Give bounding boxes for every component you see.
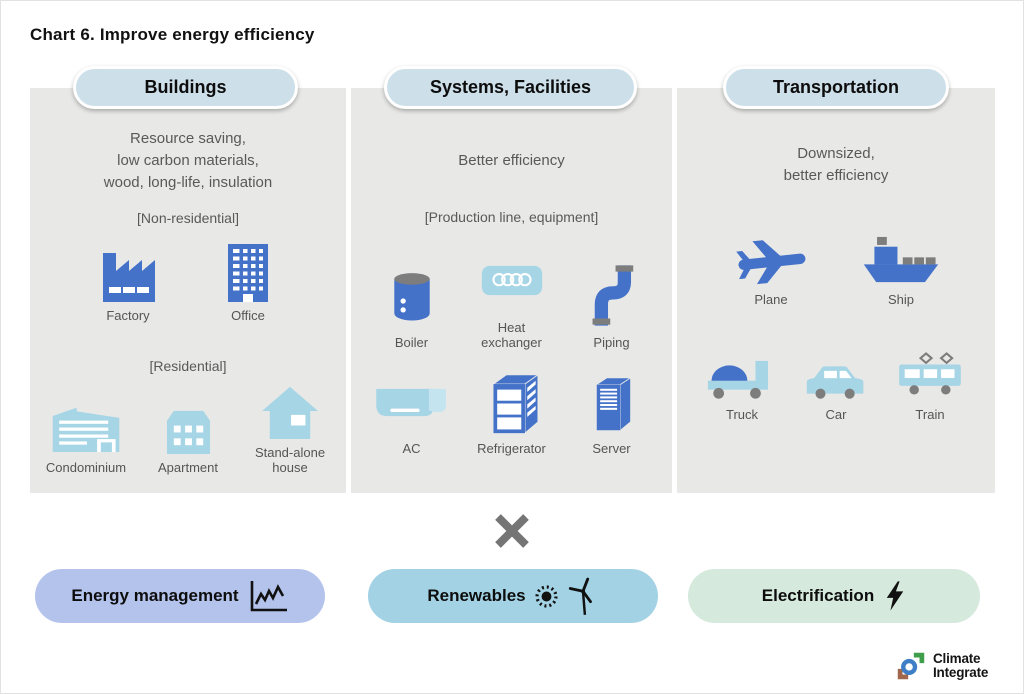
transportation-column: Downsized, better efficiency Plane: [677, 88, 995, 493]
page-title: Chart 6. Improve energy efficiency: [30, 25, 315, 45]
office-label: Office: [231, 308, 265, 323]
transportation-desc-line: better efficiency: [783, 167, 889, 184]
heat-exchanger-label: Heat exchanger: [481, 320, 542, 350]
equipment-row-1: Boiler Heat exchanger: [351, 246, 672, 350]
train-label: Train: [915, 407, 945, 422]
condominium-icon: [52, 407, 120, 453]
equipment-row-2: AC Refrige: [351, 371, 672, 456]
buildings-desc-line: wood, long-life, insulation: [103, 174, 273, 191]
boiler-item: Boiler: [364, 261, 460, 350]
non-residential-label: [Non-residential]: [137, 210, 239, 226]
piping-item: Piping: [564, 261, 660, 350]
transport-row-2: Truck Car: [677, 351, 995, 422]
energy-management-pill: Energy management: [35, 569, 325, 623]
production-line-label: [Production line, equipment]: [424, 209, 599, 225]
lightning-icon: [886, 581, 904, 611]
buildings-desc-line: Resource saving,: [130, 130, 246, 147]
climate-integrate-logo-icon: [897, 652, 925, 680]
apartment-label: Apartment: [158, 460, 218, 475]
buildings-column: Resource saving, low carbon materials, w…: [30, 88, 346, 493]
condominium-label: Condominium: [45, 460, 127, 475]
buildings-header-pill: Buildings: [73, 66, 298, 109]
non-residential-row: Factory Office: [30, 240, 346, 323]
stand-alone-house-icon: [262, 386, 318, 439]
ship-label: Ship: [887, 292, 915, 307]
boiler-label: Boiler: [394, 335, 429, 350]
server-icon: [594, 376, 632, 432]
transportation-description: Downsized, better efficiency: [677, 143, 995, 187]
truck-label: Truck: [725, 407, 759, 422]
heat-exchanger-item: Heat exchanger: [464, 246, 560, 350]
residential-label: [Residential]: [149, 358, 227, 374]
line-chart-icon: [250, 581, 287, 612]
residential-row: Condominium Apartment: [30, 382, 346, 475]
transportation-header-pill: Transportation: [723, 66, 949, 109]
server-label: Server: [592, 441, 631, 456]
piping-icon: [592, 265, 633, 326]
climate-integrate-logo: Climate Integrate: [894, 649, 988, 683]
truck-icon: [707, 360, 769, 399]
systems-header-label: Systems, Facilities: [429, 77, 592, 97]
transportation-desc-line: Downsized,: [797, 145, 875, 162]
electrification-label: Electrification: [761, 586, 875, 605]
sun-icon: [535, 584, 558, 608]
car-item: Car: [791, 351, 881, 422]
ac-icon: [375, 388, 446, 417]
piping-label: Piping: [593, 335, 630, 350]
plane-label: Plane: [754, 292, 788, 307]
server-item: Server: [564, 371, 660, 456]
truck-item: Truck: [697, 351, 787, 422]
refrigerator-label: Refrigerator: [477, 441, 546, 456]
plane-icon: [736, 240, 806, 285]
logo-line-1: Climate: [933, 651, 981, 666]
systems-column: Better efficiency [Production line, equi…: [351, 88, 672, 493]
factory-item: Factory: [68, 240, 188, 323]
systems-desc-line: Better efficiency: [458, 152, 565, 169]
train-item: Train: [885, 351, 975, 422]
ship-icon: [863, 236, 939, 283]
buildings-header-label: Buildings: [144, 77, 227, 97]
office-icon: [228, 244, 268, 302]
renewables-pill: Renewables: [368, 569, 658, 623]
transportation-header-label: Transportation: [772, 77, 899, 97]
ac-item: AC: [364, 371, 460, 456]
apartment-item: Apartment: [138, 397, 238, 475]
plane-item: Plane: [706, 234, 836, 307]
train-icon: [899, 352, 961, 395]
refrigerator-icon: [491, 373, 539, 435]
renewables-label: Renewables: [427, 586, 526, 605]
heat-exchanger-icon: [481, 265, 542, 295]
boiler-icon: [393, 273, 430, 321]
systems-header-pill: Systems, Facilities: [384, 66, 637, 109]
house-item: Stand-alone house: [240, 382, 340, 475]
ac-label: AC: [402, 441, 421, 456]
condominium-item: Condominium: [36, 397, 136, 475]
buildings-desc-line: low carbon materials,: [117, 152, 259, 169]
multiply-symbol: [489, 508, 535, 559]
ship-item: Ship: [836, 234, 966, 307]
car-label: Car: [825, 407, 847, 422]
car-icon: [806, 366, 864, 399]
energy-management-label: Energy management: [71, 586, 239, 605]
office-item: Office: [188, 240, 308, 323]
factory-icon: [103, 253, 155, 302]
multiply-icon: [495, 514, 529, 548]
logo-line-2: Integrate: [933, 665, 989, 680]
systems-description: Better efficiency: [351, 150, 672, 172]
buildings-description: Resource saving, low carbon materials, w…: [30, 128, 346, 194]
refrigerator-item: Refrigerator: [464, 371, 560, 456]
electrification-pill: Electrification: [688, 569, 980, 623]
climate-integrate-logo-text: Climate Integrate: [933, 652, 988, 680]
house-label: Stand-alone house: [254, 445, 326, 475]
apartment-icon: [166, 410, 210, 454]
transport-row-1: Plane Ship: [677, 234, 995, 307]
factory-label: Factory: [106, 308, 150, 323]
wind-turbine-icon: [568, 577, 592, 615]
